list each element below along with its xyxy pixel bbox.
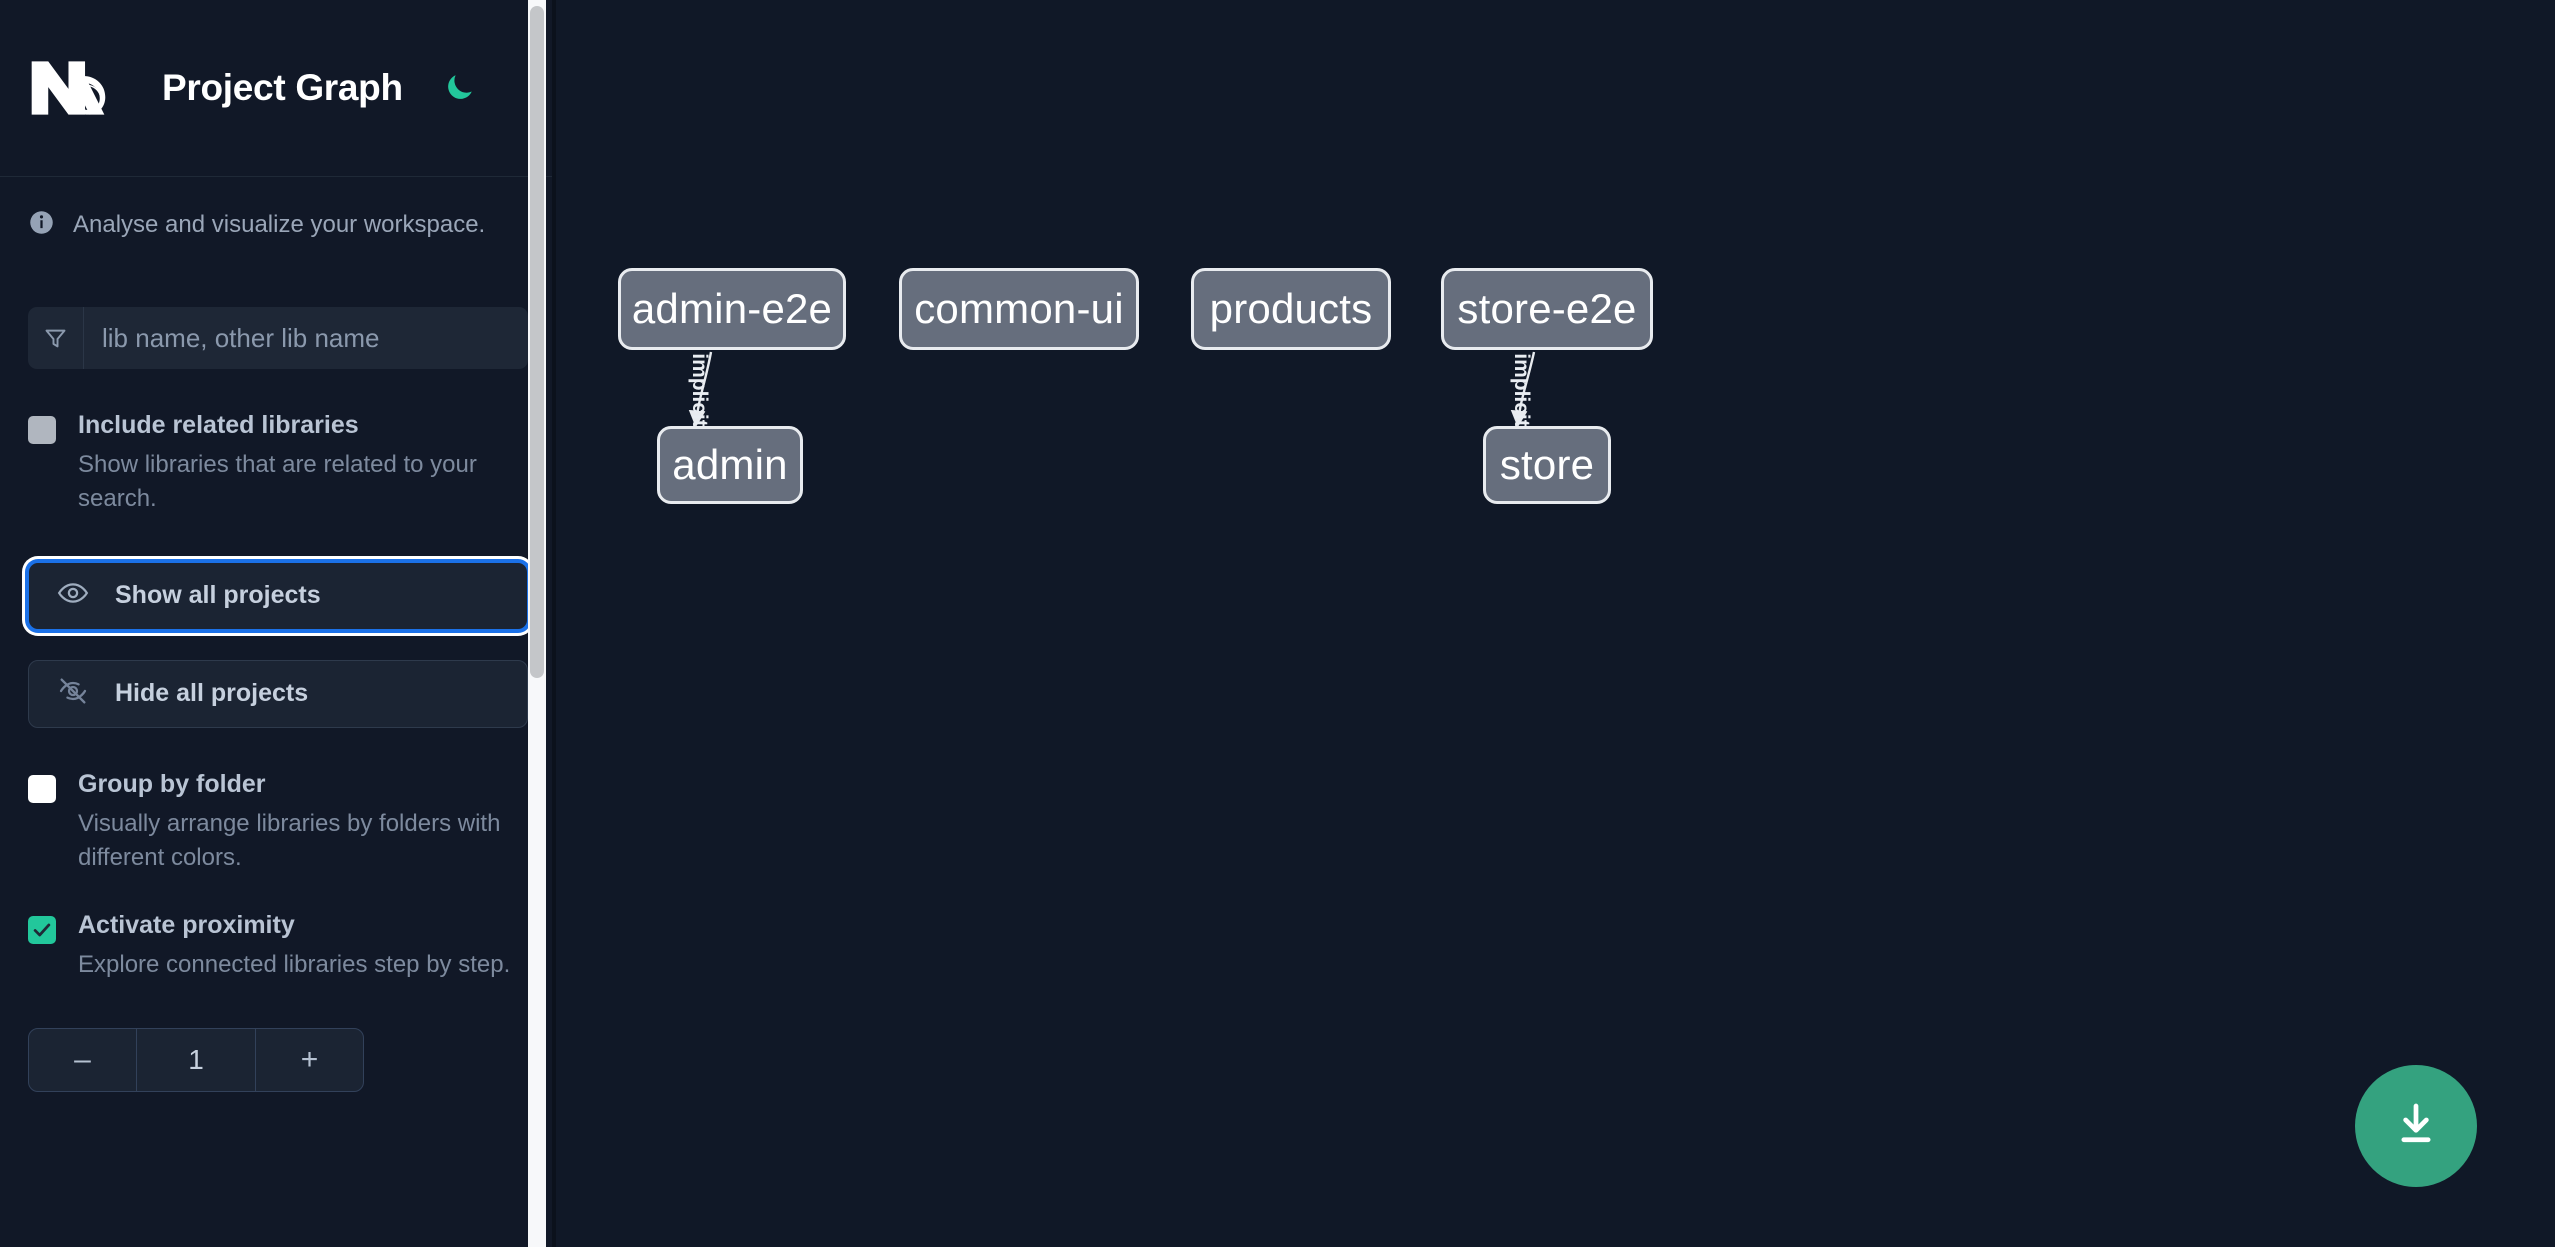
sidebar-header: Project Graph [0,0,556,177]
edge-admin-e2e-admin [688,351,713,428]
filter-icon [28,307,84,369]
download-image-button[interactable] [2355,1065,2477,1187]
option-description: Explore connected libraries step by step… [78,950,511,978]
option-label: Group by folder [78,769,266,798]
graph-node-common-ui[interactable]: common-ui [899,268,1139,350]
stepper-increment-button[interactable]: + [255,1028,363,1091]
hide-all-projects-label: Hide all projects [115,679,309,708]
node-label: products [1209,285,1373,332]
node-label: common-ui [914,285,1124,332]
group-by-folder-checkbox[interactable] [28,774,56,803]
show-all-projects-button[interactable]: Show all projects [28,561,528,630]
download-icon [2389,1097,2443,1156]
include-related-libraries-checkbox[interactable] [28,416,56,444]
option-label: Activate proximity [78,910,295,939]
info-text: Analyse and visualize your workspace. [73,211,486,238]
activate-proximity-checkbox[interactable] [28,915,56,944]
project-graph-canvas[interactable]: admin-e2e common-ui products store-e2e a… [556,0,2555,1247]
stepper-value: 1 [188,1043,204,1075]
nx-logo-icon [28,57,120,119]
option-label: Include related libraries [78,411,359,439]
graph-node-store-e2e[interactable]: store-e2e [1441,268,1653,350]
search-field[interactable] [28,307,528,369]
search-input[interactable] [84,307,528,369]
node-label: admin-e2e [631,285,833,332]
graph-node-admin-e2e[interactable]: admin-e2e [618,268,846,350]
graph-node-store[interactable]: store [1483,426,1611,504]
option-activate-proximity[interactable]: Activate proximity Explore connected lib… [28,911,528,982]
eye-icon [57,577,89,614]
stepper-decrement-button[interactable]: – [29,1028,137,1091]
option-description: Show libraries that are related to your … [78,450,477,512]
info-icon [28,209,55,241]
sidebar: Project Graph Analyse and visualize your… [0,0,556,1247]
option-include-related-libraries[interactable]: Include related libraries Show libraries… [28,411,528,516]
moon-icon[interactable] [439,68,479,108]
node-label: store [1499,441,1595,488]
info-banner: Analyse and visualize your workspace. [0,177,556,241]
eye-off-icon [57,675,89,712]
proximity-stepper[interactable]: – 1 + [28,1027,364,1092]
graph-edges [688,351,1536,428]
node-label: store-e2e [1457,285,1637,332]
option-description: Visually arrange libraries by folders wi… [78,809,501,871]
hide-all-projects-button[interactable]: Hide all projects [28,659,528,728]
sidebar-scrollbar[interactable] [528,0,546,1247]
node-label: admin [672,441,788,488]
edge-store-e2e-store [1510,351,1536,428]
option-group-by-folder[interactable]: Group by folder Visually arrange librari… [28,770,528,875]
sidebar-scrollbar-thumb[interactable] [530,6,544,678]
graph-node-products[interactable]: products [1191,268,1391,350]
show-all-projects-label: Show all projects [115,581,321,610]
graph-node-admin[interactable]: admin [657,426,803,504]
page-title: Project Graph [162,67,403,108]
sidebar-divider [552,0,556,1247]
